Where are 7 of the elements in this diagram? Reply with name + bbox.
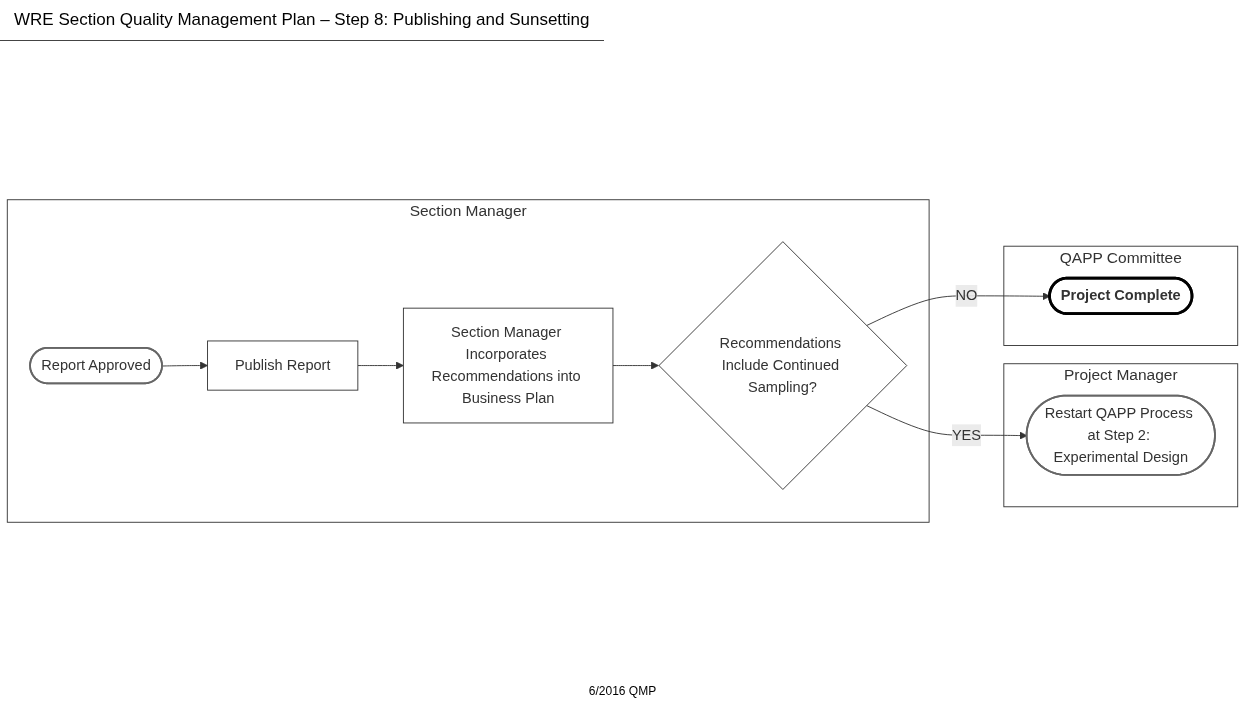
node-box: Publish Report — [207, 340, 359, 391]
node-box: Section Manager Incorporates Recommendations into Business Plan — [402, 307, 614, 424]
footer-note: 6/2016 QMP — [588, 684, 657, 698]
edge-label: YES — [951, 427, 982, 443]
node-diamond: Recommendations Include Continued Sampling? — [658, 241, 908, 490]
diagram-title: WRE Section Quality Management Plan – Step 8: Publishing and Sunsetting — [0, 0, 604, 41]
edge-label: NO — [955, 287, 978, 304]
